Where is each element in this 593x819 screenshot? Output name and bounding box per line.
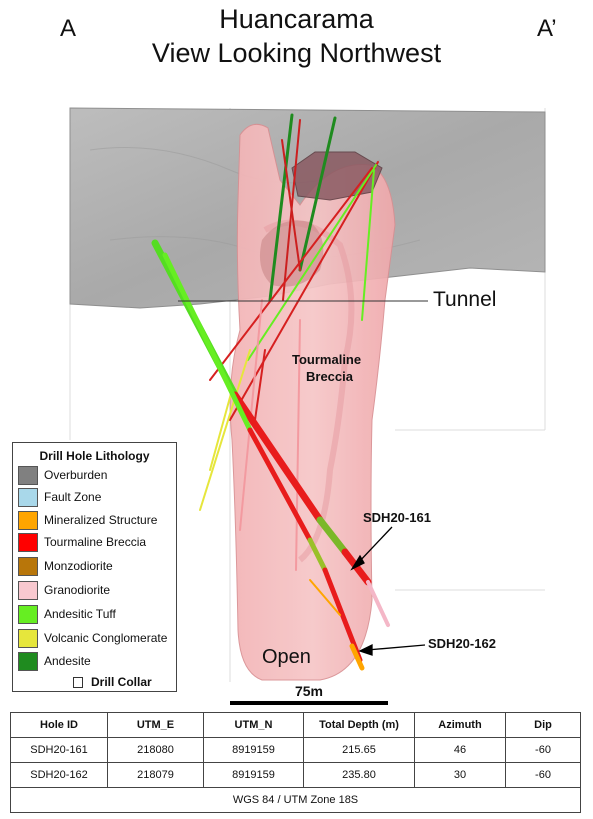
- legend-label: Tourmaline Breccia: [44, 535, 147, 549]
- lithology-legend: Drill Hole Lithology Overburden Fault Zo…: [12, 442, 177, 692]
- title-line-1: Huancarama: [219, 4, 374, 34]
- table-cell: -60: [505, 762, 581, 788]
- legend-swatch: [18, 628, 38, 648]
- table-header: UTM_N: [203, 712, 304, 738]
- legend-label: Drill Collar: [91, 675, 152, 689]
- table-cell: 215.65: [303, 737, 415, 763]
- legend-label: Fault Zone: [44, 490, 102, 504]
- tunnel-label: Tunnel: [433, 288, 497, 311]
- legend-label: Volcanic Conglomerate: [44, 631, 168, 645]
- legend-label: Andesite: [44, 654, 91, 668]
- table-footer-row: WGS 84 / UTM Zone 18S: [10, 787, 581, 813]
- table-footer: WGS 84 / UTM Zone 18S: [10, 787, 581, 813]
- table-header: Dip: [505, 712, 581, 738]
- legend-label: Overburden: [44, 468, 108, 482]
- breccia-label-line-2: Breccia: [306, 369, 353, 384]
- breccia-label-line-1: Tourmaline: [292, 352, 362, 367]
- legend-item-overburden: Overburden: [18, 465, 107, 485]
- scale-bar: [230, 701, 388, 705]
- table-cell: 218079: [107, 762, 204, 788]
- legend-item-mineralized-structure: Mineralized Structure: [18, 510, 157, 530]
- table-cell: 8919159: [203, 762, 304, 788]
- breccia-cap: [291, 151, 383, 201]
- legend-swatch: [18, 510, 38, 530]
- hole-162-label: SDH20-162: [428, 636, 496, 651]
- legend-item-tourmaline-breccia: Tourmaline Breccia: [18, 532, 146, 552]
- legend-item-granodiorite: Granodiorite: [18, 580, 110, 600]
- table-cell: 235.80: [303, 762, 415, 788]
- title-line-2: View Looking Northwest: [151, 38, 442, 68]
- hole-161-label: SDH20-161: [363, 510, 431, 525]
- legend-label: Mineralized Structure: [44, 513, 158, 527]
- section-marker-a-prime: A’: [537, 15, 557, 42]
- legend-item-andesite: Andesite: [18, 651, 91, 671]
- legend-item-fault-zone: Fault Zone: [18, 487, 101, 507]
- legend-swatch: [18, 580, 38, 600]
- table-cell: SDH20-162: [10, 762, 108, 788]
- legend-item-volcanic-conglomerate: Volcanic Conglomerate: [18, 628, 167, 648]
- section-marker-a: A: [60, 15, 77, 42]
- legend-swatch: [18, 604, 38, 624]
- open-label: Open: [262, 646, 311, 668]
- callout-arrows: [350, 526, 426, 656]
- table-row: SDH20-162 218079 8919159 235.80 30 -60: [10, 762, 581, 788]
- table-cell: 30: [414, 762, 506, 788]
- table-cell: 46: [414, 737, 506, 763]
- legend-swatch: [18, 651, 38, 671]
- drill-hole-traces: [151, 113, 390, 671]
- table-cell: -60: [505, 737, 581, 763]
- table-header: Total Depth (m): [303, 712, 415, 738]
- legend-item-andesitic-tuff: Andesitic Tuff: [18, 604, 116, 624]
- table-cell: 8919159: [203, 737, 304, 763]
- table-row: SDH20-161 218080 8919159 215.65 46 -60: [10, 737, 581, 763]
- drill-hole-table: Hole ID UTM_E UTM_N Total Depth (m) Azim…: [10, 712, 581, 813]
- table-header: Hole ID: [10, 712, 108, 738]
- legend-item-monzodiorite: Monzodiorite: [18, 556, 113, 576]
- legend-swatch: [18, 465, 38, 485]
- table-header-row: Hole ID UTM_E UTM_N Total Depth (m) Azim…: [10, 712, 581, 738]
- table-cell: SDH20-161: [10, 737, 108, 763]
- legend-swatch: [18, 532, 38, 552]
- legend-label: Andesitic Tuff: [44, 607, 116, 621]
- legend-label: Monzodiorite: [44, 559, 113, 573]
- legend-swatch: [18, 556, 38, 576]
- legend-title: Drill Hole Lithology: [39, 449, 150, 463]
- table-header: UTM_E: [107, 712, 204, 738]
- legend-item-drill-collar: Drill Collar: [73, 675, 152, 689]
- breccia-inner-shading: [263, 219, 355, 563]
- drill-collar-icon: [73, 676, 83, 688]
- legend-label: Granodiorite: [44, 583, 111, 597]
- table-header: Azimuth: [414, 712, 506, 738]
- legend-swatch: [18, 487, 38, 507]
- scale-label: 75m: [294, 683, 324, 699]
- table-cell: 218080: [107, 737, 204, 763]
